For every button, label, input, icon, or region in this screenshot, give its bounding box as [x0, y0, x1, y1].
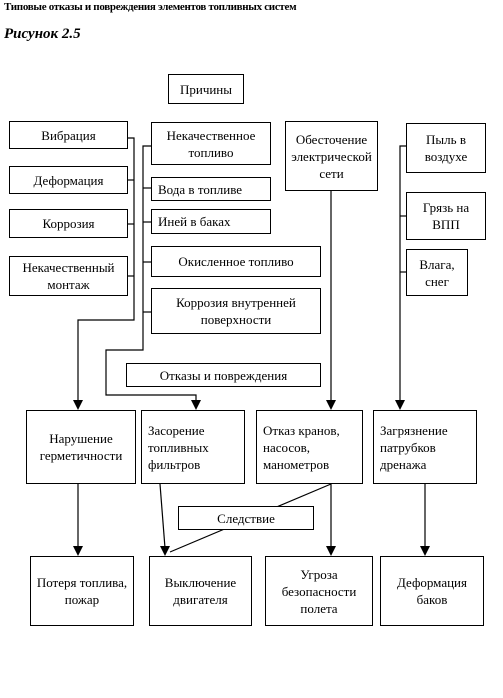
tank-deformation-box: Деформация баков [380, 556, 484, 626]
water-in-fuel-box: Вода в топливе [151, 177, 271, 201]
engine-shutdown-label: Выключение двигателя [164, 575, 237, 607]
filter-clog-box: Засорение топливных фильтров [141, 410, 245, 484]
flight-threat-box: Угроза безопасности полета [265, 556, 373, 626]
document-title: Типовые отказы и повреждения элементов т… [4, 1, 297, 13]
water-in-fuel-label: Вода в топливе [158, 181, 243, 197]
frost-in-tanks-label: Иней в баках [158, 214, 231, 229]
drain-contamination-box: Загрязнение патрубков дренажа [373, 410, 477, 484]
moisture-snow-label: Влага, снег [419, 256, 455, 289]
seal-breach-label: Нарушение герметичности [39, 431, 123, 463]
bad-fuel-box: Некачественное топливо [151, 122, 271, 165]
vibration-box: Вибрация [9, 121, 128, 149]
frost-in-tanks-box: Иней в баках [151, 209, 271, 234]
filter-clog-label: Засорение топливных фильтров [148, 422, 209, 472]
failures-label: Отказы и повреждения [159, 367, 288, 383]
consequence-box: Следствие [178, 506, 314, 530]
inner-corrosion-box: Коррозия внутренней поверхности [151, 288, 321, 334]
power-loss-label: Обесточение электрической сети [291, 131, 372, 181]
oxidized-fuel-label: Окисленное топливо [178, 254, 294, 269]
moisture-snow-box: Влага, снег [406, 249, 468, 296]
dust-box: Пыль в воздухе [406, 123, 486, 173]
flight-threat-label: Угроза безопасности полета [281, 566, 357, 616]
valve-failure-box: Отказ кранов, насосов, манометров [256, 410, 363, 484]
failures-box: Отказы и повреждения [126, 363, 321, 387]
corrosion-box: Коррозия [9, 209, 128, 238]
consequence-label: Следствие [217, 510, 275, 526]
corrosion-label: Коррозия [42, 216, 95, 231]
bad-mounting-label: Некачественный монтаж [22, 260, 115, 292]
runway-dirt-box: Грязь на ВПП [406, 192, 486, 240]
deformation-label: Деформация [33, 172, 104, 188]
power-loss-box: Обесточение электрической сети [285, 121, 378, 191]
oxidized-fuel-box: Окисленное топливо [151, 246, 321, 277]
dust-label: Пыль в воздухе [424, 132, 468, 164]
deformation-box: Деформация [9, 166, 128, 194]
figure-caption: Рисунок 2.5 [4, 26, 81, 42]
tank-deformation-label: Деформация баков [397, 575, 467, 607]
seal-breach-box: Нарушение герметичности [26, 410, 136, 484]
engine-shutdown-box: Выключение двигателя [149, 556, 252, 626]
drain-contamination-label: Загрязнение патрубков дренажа [380, 422, 448, 472]
fuel-loss-fire-box: Потеря топлива, пожар [30, 556, 134, 626]
causes-label: Причины [179, 81, 233, 97]
vibration-label: Вибрация [41, 127, 96, 143]
bad-fuel-label: Некачественное топливо [166, 127, 256, 160]
bad-mounting-box: Некачественный монтаж [9, 256, 128, 296]
valve-failure-label: Отказ кранов, насосов, манометров [263, 422, 340, 472]
causes-box: Причины [168, 74, 244, 104]
inner-corrosion-label: Коррозия внутренней поверхности [176, 295, 296, 327]
runway-dirt-label: Грязь на ВПП [422, 200, 470, 232]
fuel-loss-fire-label: Потеря топлива, пожар [36, 575, 128, 607]
